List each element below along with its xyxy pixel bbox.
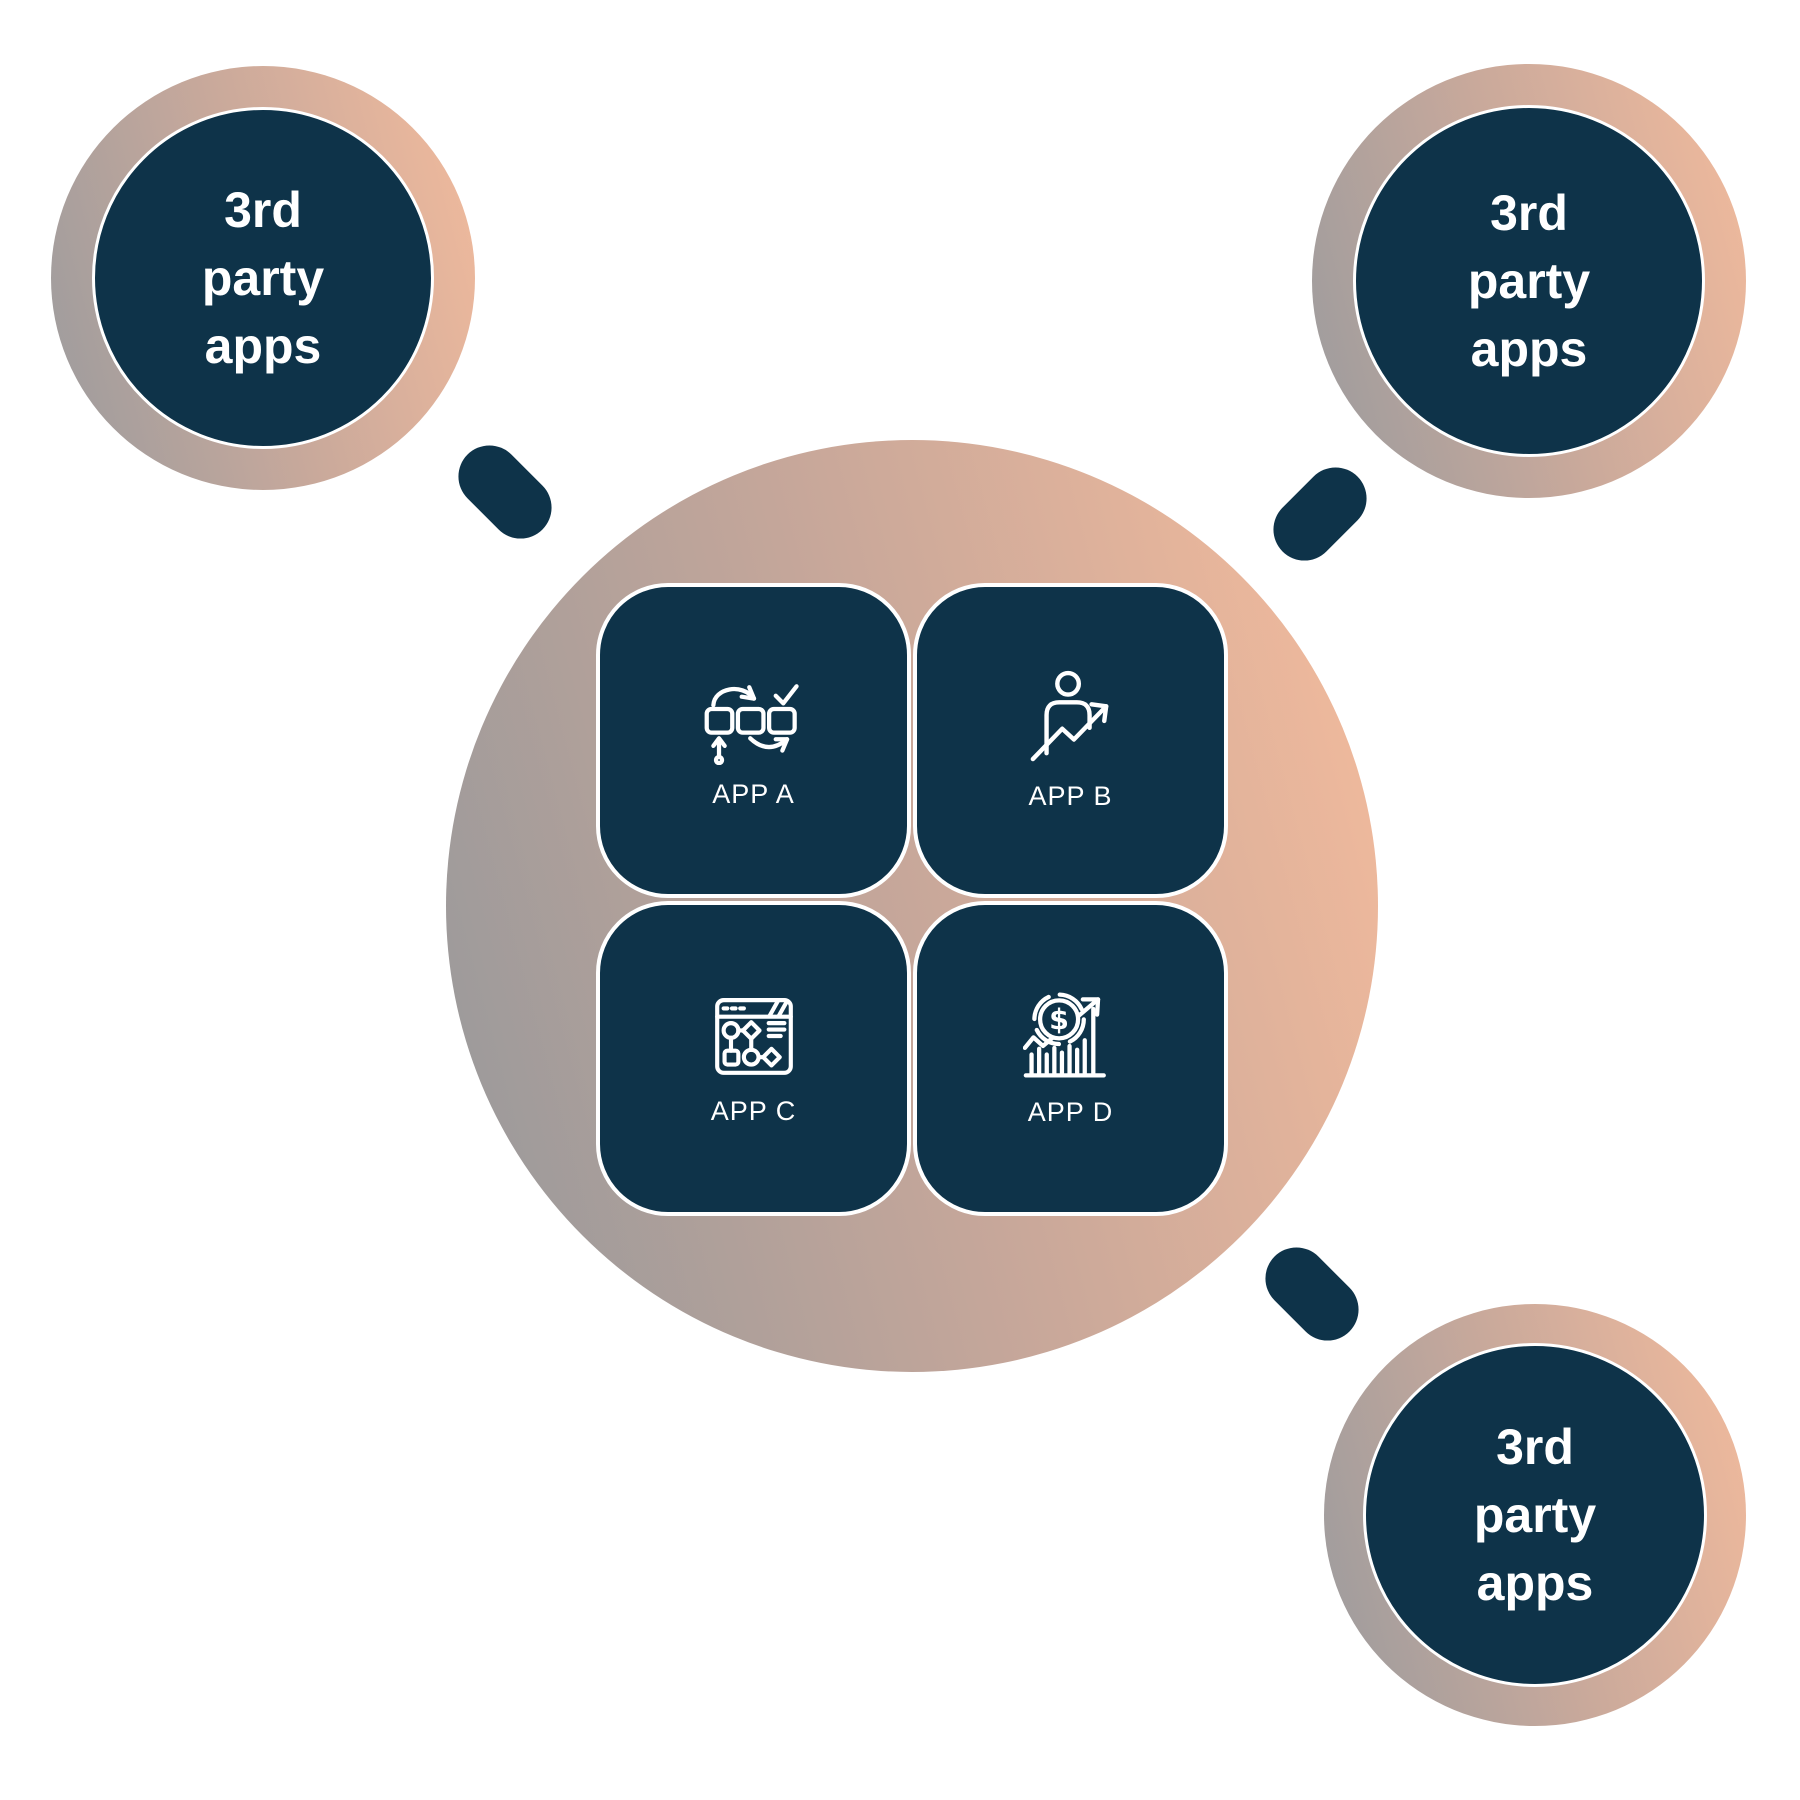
website-flowchart-icon <box>714 998 793 1075</box>
satellite-inner-circle: 3rd party apps <box>1363 1343 1707 1687</box>
satellite-inner-circle: 3rd party apps <box>92 107 434 449</box>
app-tile-a: APP A <box>596 583 911 898</box>
dollar-glyph: $ <box>1049 1003 1069 1036</box>
app-tile-label: APP B <box>1028 780 1113 811</box>
workflow-sync-icon <box>704 684 799 766</box>
app-tile-b: APP B <box>913 583 1228 898</box>
satellite-label: 3rd party apps <box>1473 1419 1597 1611</box>
satellite-label: 3rd party apps <box>201 182 325 374</box>
central-hub-circle: APP A APP B <box>446 440 1378 1372</box>
connector-dash-top-left <box>445 432 565 552</box>
app-tile-d: $ APP D <box>913 901 1228 1216</box>
app-tile-label: APP A <box>712 779 795 810</box>
connector-dash-top-right <box>1260 454 1380 574</box>
user-growth-icon <box>1030 670 1108 762</box>
revenue-growth-icon: $ <box>1023 992 1106 1079</box>
app-tile-label: APP D <box>1027 1097 1114 1128</box>
satellite-label: 3rd party apps <box>1467 185 1591 377</box>
satellite-circle-top-left: 3rd party apps <box>51 66 475 490</box>
connector-dash-bottom-right <box>1252 1234 1372 1354</box>
app-tile-label: APP C <box>710 1095 797 1126</box>
app-tile-c: APP C <box>596 901 911 1216</box>
satellite-circle-top-right: 3rd party apps <box>1312 64 1746 498</box>
satellite-inner-circle: 3rd party apps <box>1353 105 1705 457</box>
satellite-circle-bottom-right: 3rd party apps <box>1324 1304 1746 1726</box>
